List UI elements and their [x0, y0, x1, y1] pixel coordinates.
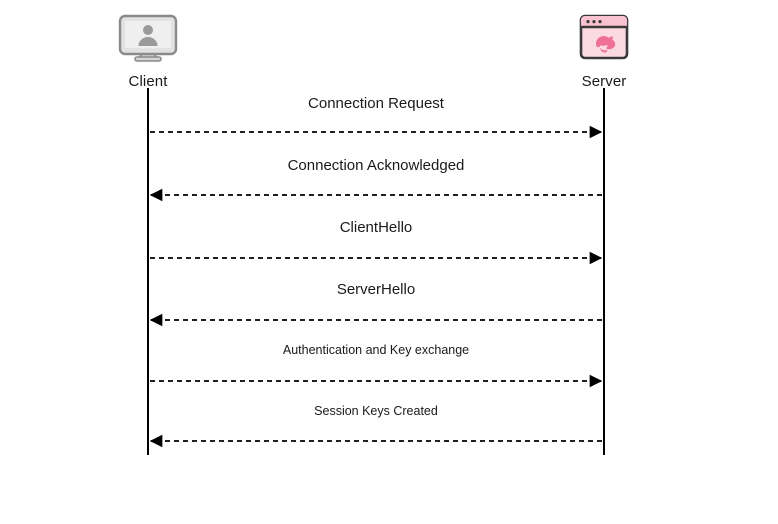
message-label-connection-request: Connection Request: [308, 95, 444, 112]
monitor-user-icon: [117, 14, 179, 66]
message-label-authentication-key-exchange: Authentication and Key exchange: [282, 343, 470, 357]
actor-server[interactable]: Server: [573, 14, 635, 89]
actor-client[interactable]: Client: [117, 14, 179, 89]
actor-label-server: Server: [581, 73, 627, 90]
message-label-connection-acknowledged: Connection Acknowledged: [287, 157, 465, 174]
message-label-clienthello: ClientHello: [339, 219, 413, 236]
message-label-serverhello: ServerHello: [336, 281, 416, 298]
message-label-session-keys-created: Session Keys Created: [314, 404, 438, 418]
actor-label-client: Client: [128, 73, 168, 90]
browser-window-dragon-icon: [573, 14, 635, 66]
